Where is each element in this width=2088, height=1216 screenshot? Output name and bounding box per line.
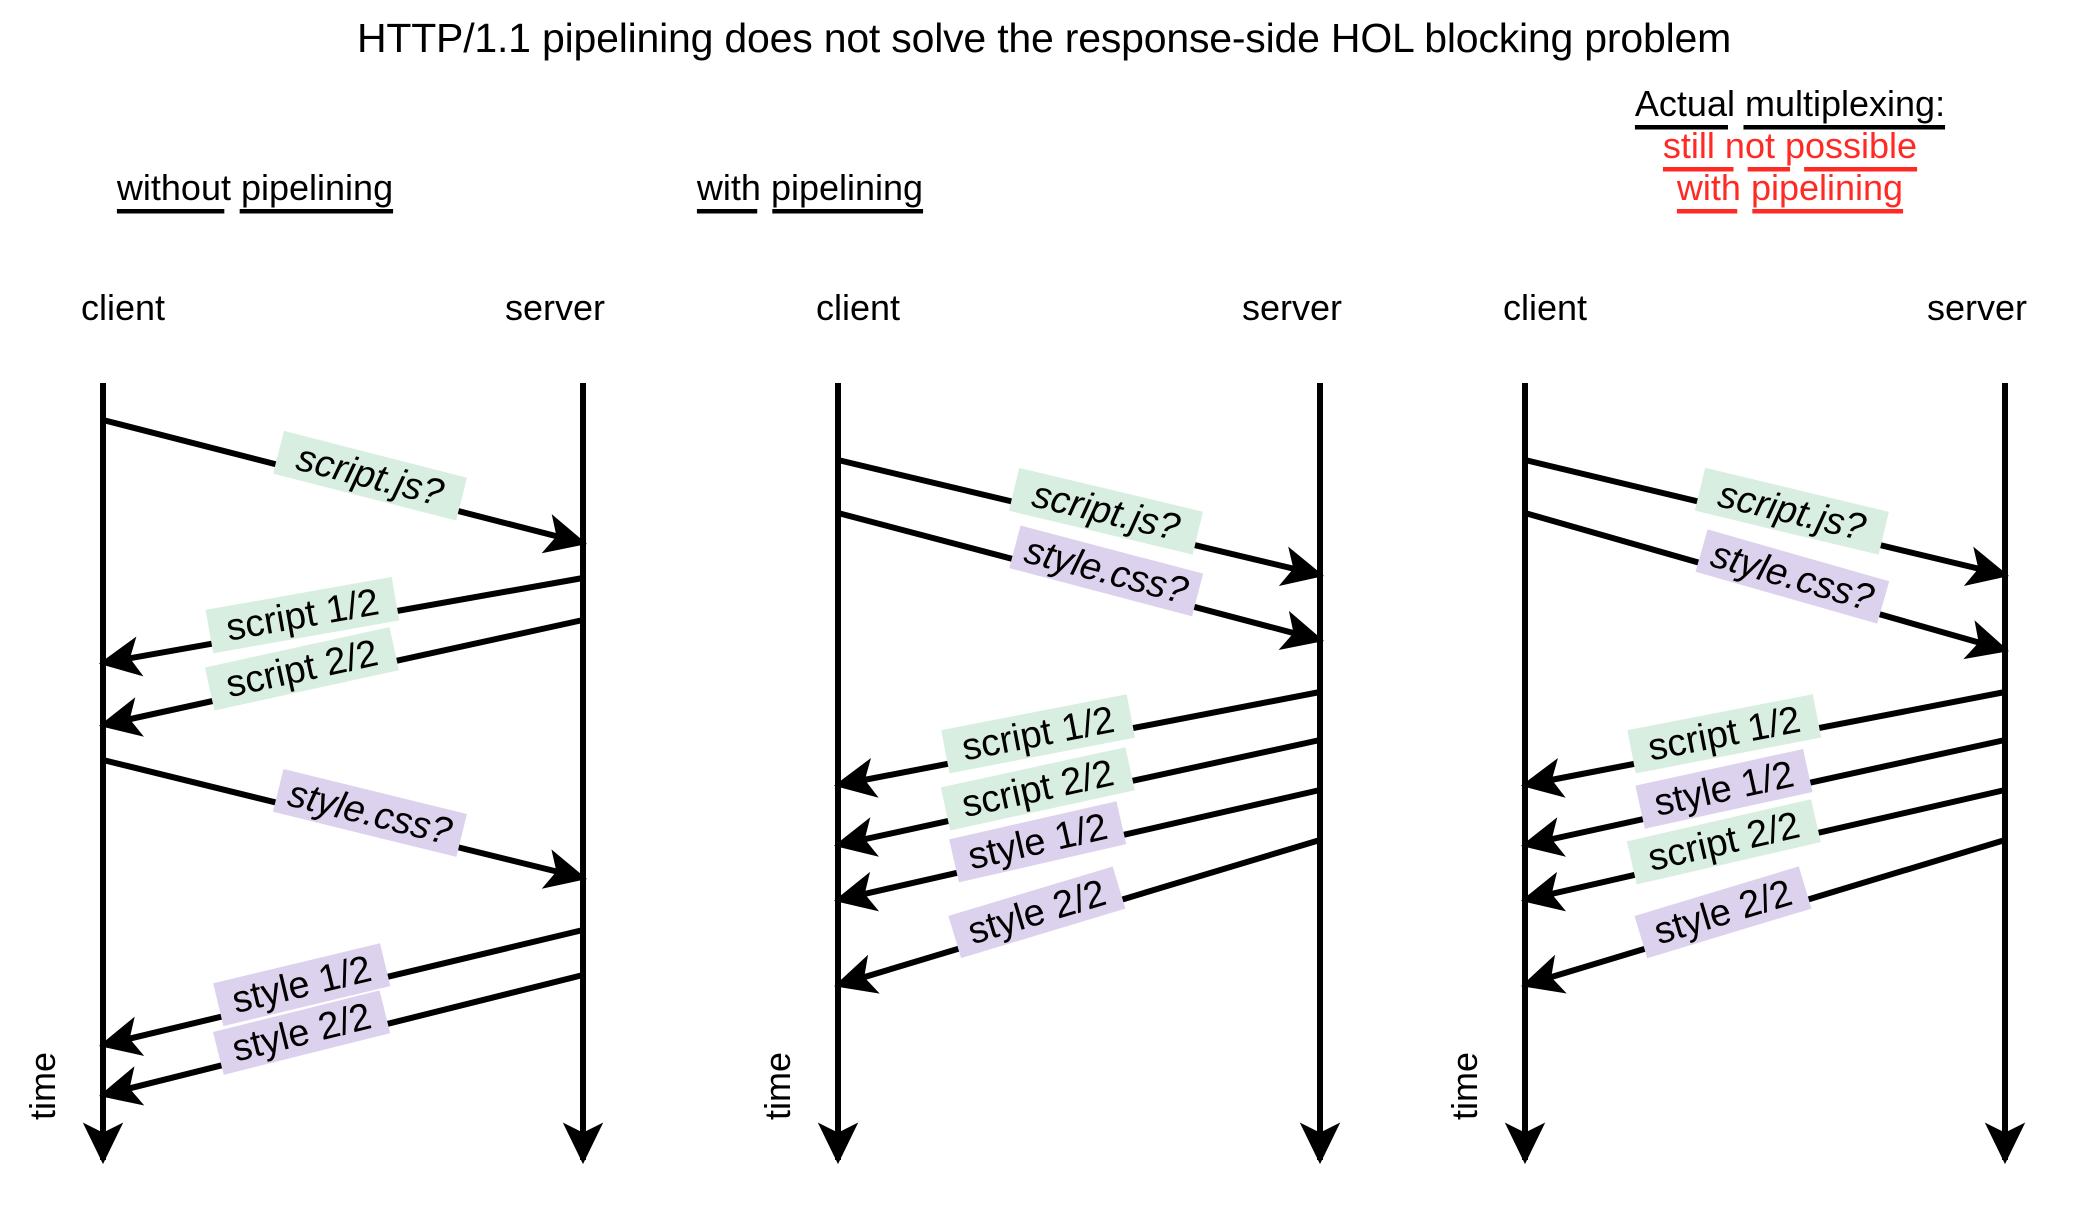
heading-underline	[1752, 209, 1904, 214]
message: style.css?	[837, 510, 1324, 651]
style-label-bg	[949, 801, 1127, 883]
column-heading-line: without pipelining	[116, 167, 393, 208]
message-label: script.js?	[292, 437, 448, 515]
time-axis-label: time	[1444, 1052, 1485, 1120]
message: script 2/2	[98, 617, 584, 737]
heading-underline	[696, 209, 758, 214]
column-heading-line: still not possible	[1663, 125, 1917, 166]
message-label: style.css?	[284, 773, 457, 854]
script-label-bg	[1627, 694, 1822, 774]
style-label-bg	[1695, 529, 1890, 624]
column-headings: without pipelining with pipelining Actual …	[116, 83, 1946, 214]
script-label-bg	[941, 694, 1136, 774]
client-label: client	[81, 287, 165, 328]
script-label-bg	[1626, 799, 1821, 885]
server-label: server	[1242, 287, 1342, 328]
style-label-bg	[1635, 748, 1813, 829]
script-label-bg	[205, 576, 400, 654]
column-heading-line: Actual multiplexing:	[1635, 83, 1945, 124]
heading-underline	[1743, 125, 1946, 130]
style-label-bg	[1009, 525, 1204, 617]
client-label: client	[816, 287, 900, 328]
script-label-bg	[1008, 467, 1203, 555]
time-axis-label: time	[757, 1052, 798, 1120]
server-label: server	[505, 287, 605, 328]
heading-underline	[1804, 167, 1918, 172]
client-label: client	[1503, 287, 1587, 328]
heading-underline	[1747, 167, 1790, 172]
page-title: HTTP/1.1 pipelining does not solve the r…	[357, 15, 1731, 61]
message-label-group: style.css?	[272, 768, 467, 857]
script-label-bg	[1694, 467, 1889, 555]
heading-underline	[1634, 125, 1728, 130]
heading-underline	[116, 209, 225, 214]
message-label-group: style 2/2	[1634, 866, 1812, 959]
message-label-group: script.js?	[273, 430, 468, 521]
style-label-bg	[948, 866, 1126, 959]
message: style.css?	[1524, 510, 2009, 660]
script-label-bg	[204, 627, 399, 711]
message: style 2/2	[1521, 837, 2006, 994]
script-label-bg	[940, 747, 1135, 831]
message: style 2/2	[834, 837, 1321, 994]
style-label-bg	[1634, 866, 1812, 959]
heading-underline	[1662, 167, 1734, 172]
message: script.js?	[102, 417, 587, 554]
endpoint-labels: client server client server client server	[81, 287, 2027, 328]
message-label: style 2/2	[963, 872, 1111, 953]
script-label-bg	[273, 430, 468, 521]
server-label: server	[1927, 287, 2027, 328]
style-label-bg	[213, 990, 391, 1075]
message-label-group: style 2/2	[948, 866, 1126, 959]
time-axis-labels: time time time	[22, 1052, 1485, 1120]
heading-underline	[239, 209, 394, 214]
style-label-bg	[213, 943, 391, 1027]
heading-underline	[772, 209, 924, 214]
column-heading-line: with pipelining	[1676, 167, 1903, 208]
style-label-bg	[272, 768, 467, 857]
heading-underline	[1676, 209, 1738, 214]
time-axis-label: time	[22, 1052, 63, 1120]
column-heading-line: with pipelining	[696, 167, 923, 208]
message-label: style 2/2	[1649, 872, 1797, 953]
message: style.css?	[102, 757, 588, 889]
